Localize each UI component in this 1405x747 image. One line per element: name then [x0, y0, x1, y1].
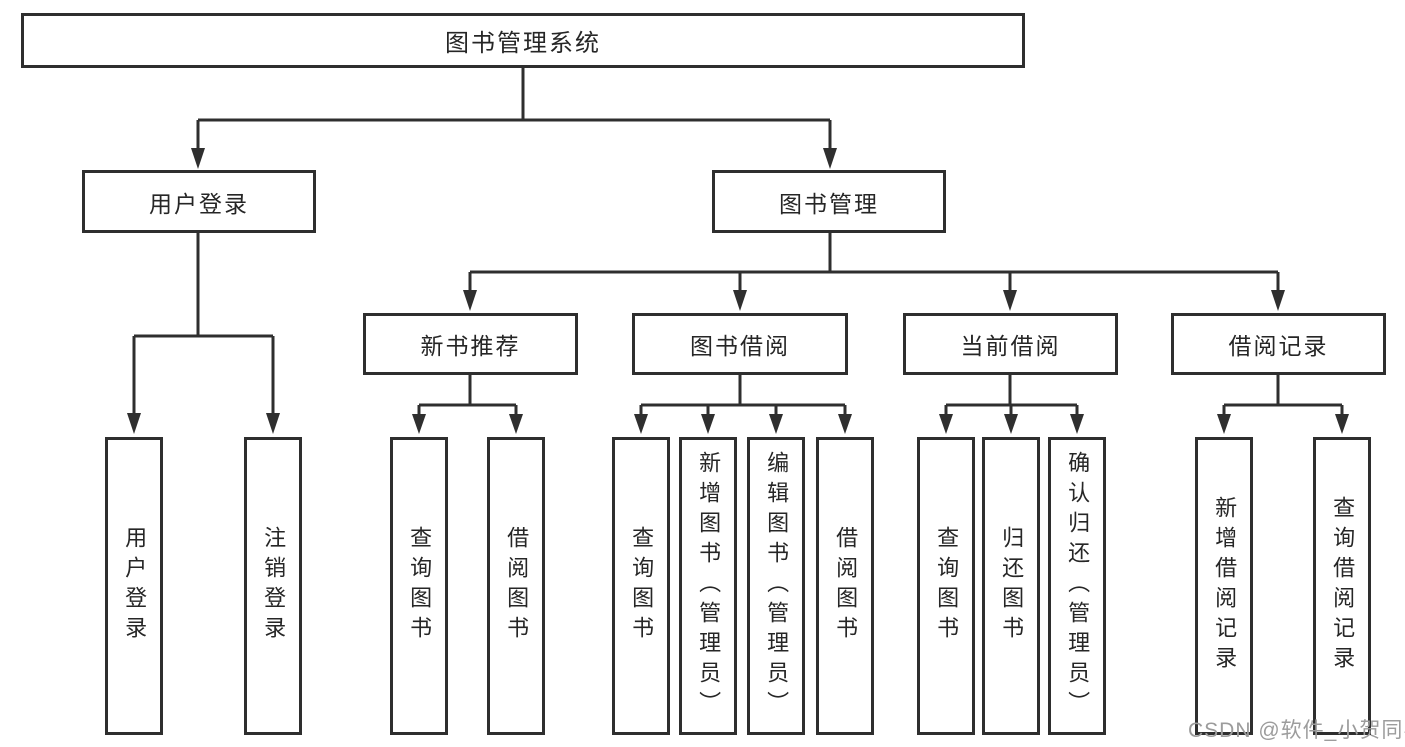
node-label: 查询图书 — [629, 526, 655, 646]
leaf-add-book-admin: 新增图书（管理员） — [679, 437, 737, 735]
node-book-management: 图书管理 — [712, 170, 946, 233]
node-label: 归还图书 — [999, 526, 1025, 646]
node-label: 图书管理 — [779, 190, 879, 217]
node-label: 新增图书（管理员） — [696, 451, 722, 721]
node-label: 借阅图书 — [833, 526, 859, 646]
node-library-management-system: 图书管理系统 — [21, 13, 1025, 68]
leaf-return-book: 归还图书 — [982, 437, 1040, 735]
node-borrowing-records: 借阅记录 — [1171, 313, 1386, 375]
leaf-query-books-borrow: 查询图书 — [612, 437, 670, 735]
watermark: CSDN @软件_小贺同学 — [1188, 719, 1405, 742]
connector-bookmgmt-to-level3 — [463, 233, 1285, 311]
node-label: 借阅图书 — [504, 526, 530, 646]
node-label: 新增借阅记录 — [1212, 496, 1238, 676]
node-current-borrowing: 当前借阅 — [903, 313, 1118, 375]
node-new-book-recommendation: 新书推荐 — [363, 313, 578, 375]
node-label: 图书管理系统 — [445, 30, 601, 57]
connector-bookborrow-to-leaves — [634, 375, 852, 434]
node-label: 新书推荐 — [420, 333, 521, 359]
node-label: 借阅记录 — [1228, 333, 1329, 359]
node-label: 用户登录 — [122, 526, 148, 646]
leaf-add-borrow-record: 新增借阅记录 — [1195, 437, 1253, 735]
node-label: 当前借阅 — [960, 333, 1061, 359]
node-label: 用户登录 — [149, 190, 249, 217]
leaf-borrow-books-recommend: 借阅图书 — [487, 437, 545, 735]
node-book-borrowing: 图书借阅 — [632, 313, 848, 375]
node-user-login: 用户登录 — [82, 170, 316, 233]
connector-curborrow-to-leaves — [939, 375, 1084, 434]
node-label: 图书借阅 — [690, 333, 790, 359]
node-label: 注销登录 — [261, 526, 287, 646]
node-label: 查询图书 — [934, 526, 960, 646]
connector-root-to-level2 — [191, 68, 837, 169]
leaf-borrow-books-borrow: 借阅图书 — [816, 437, 874, 735]
leaf-logout: 注销登录 — [244, 437, 302, 735]
connector-newbook-to-leaves — [412, 375, 523, 434]
leaf-query-books-current: 查询图书 — [917, 437, 975, 735]
leaf-confirm-return-admin: 确认归还（管理员） — [1048, 437, 1106, 735]
leaf-edit-book-admin: 编辑图书（管理员） — [747, 437, 805, 735]
connector-borrowrec-to-leaves — [1217, 375, 1349, 434]
leaf-user-login: 用户登录 — [105, 437, 163, 735]
connector-userlogin-to-leaves — [127, 233, 280, 434]
node-label: 查询图书 — [407, 526, 433, 646]
leaf-query-borrow-record: 查询借阅记录 — [1313, 437, 1371, 735]
node-label: 编辑图书（管理员） — [764, 451, 790, 721]
node-label: 查询借阅记录 — [1330, 496, 1356, 676]
leaf-query-books-recommend: 查询图书 — [390, 437, 448, 735]
node-label: 确认归还（管理员） — [1065, 451, 1091, 721]
